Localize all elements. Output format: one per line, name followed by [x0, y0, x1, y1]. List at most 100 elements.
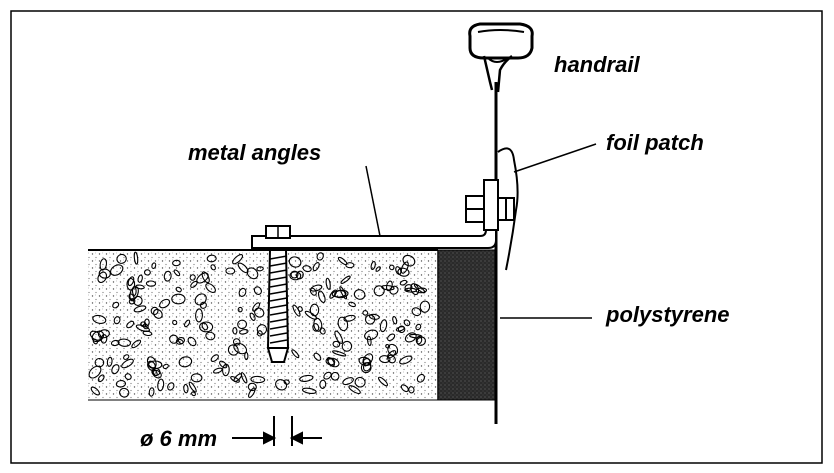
pebble	[151, 262, 157, 269]
pebble	[210, 264, 216, 271]
pebble	[187, 336, 197, 347]
pebble	[325, 357, 336, 366]
anchor-thread	[269, 255, 288, 344]
thread-line	[269, 304, 288, 309]
pebble	[212, 367, 223, 374]
pebble	[254, 307, 265, 318]
thread-line	[269, 297, 288, 302]
pebble	[319, 379, 327, 389]
pebble	[416, 336, 427, 346]
pebble	[386, 350, 397, 359]
pebble	[97, 329, 110, 339]
pebble	[325, 277, 331, 290]
pebble	[94, 357, 105, 368]
pebble	[199, 301, 207, 309]
pebble	[188, 381, 197, 393]
pebble	[240, 372, 248, 384]
pebble	[375, 266, 381, 272]
pebble	[377, 376, 389, 387]
pebble	[297, 306, 303, 312]
pebble	[364, 329, 379, 341]
pebble	[399, 355, 413, 365]
pebble	[343, 314, 356, 322]
pebble	[219, 360, 228, 369]
pebble	[129, 286, 139, 301]
pebble	[404, 332, 417, 343]
pebble	[387, 354, 396, 364]
diameter-dimension	[232, 416, 322, 446]
pebble	[191, 391, 196, 397]
pebble	[411, 307, 422, 317]
pebble	[291, 349, 300, 359]
thread-line	[269, 283, 288, 288]
pebble	[385, 344, 391, 349]
pebble	[113, 316, 121, 325]
pebble	[310, 284, 323, 292]
pebble	[159, 298, 171, 309]
pebble	[239, 328, 249, 335]
pebble	[123, 354, 130, 360]
pebble	[362, 358, 371, 366]
pebble	[360, 362, 372, 374]
diagram-frame	[10, 10, 823, 464]
thread-line	[269, 276, 288, 281]
polystyrene-block	[437, 249, 497, 401]
pebble	[233, 373, 243, 382]
pebble	[410, 283, 420, 296]
pebble	[253, 286, 262, 295]
pebble	[237, 262, 249, 274]
pebble	[175, 286, 182, 293]
pebble	[256, 330, 263, 337]
pebble	[117, 338, 132, 347]
pebble	[90, 386, 100, 396]
pebble	[190, 280, 198, 288]
pebble	[190, 373, 203, 383]
pebble	[205, 331, 216, 341]
pebble	[316, 252, 324, 261]
concrete-pebbles	[88, 251, 431, 398]
pebble	[256, 266, 264, 272]
pebble	[232, 327, 238, 335]
pebble	[148, 387, 155, 397]
pebble	[389, 264, 395, 271]
thread-line	[269, 318, 288, 323]
pebble	[128, 293, 135, 302]
pebble	[137, 274, 143, 283]
pebble	[173, 269, 181, 277]
pebble	[183, 319, 191, 328]
pebble	[247, 382, 257, 392]
label-polystyrene: polystyrene	[605, 302, 730, 327]
pebble	[237, 306, 243, 313]
pebble	[309, 287, 317, 296]
pebble	[301, 387, 317, 394]
pebble	[275, 379, 288, 391]
pebble	[362, 310, 369, 316]
pebble	[340, 275, 351, 284]
pebble	[295, 270, 304, 280]
pebble	[194, 293, 207, 306]
pebble	[415, 323, 422, 331]
thread-line	[269, 332, 288, 337]
pebble	[302, 265, 312, 273]
pebble	[121, 358, 134, 369]
pebble	[169, 334, 179, 344]
thread-line	[269, 262, 288, 267]
pebble	[144, 318, 150, 327]
metal-angle	[251, 189, 497, 249]
pebble	[124, 373, 132, 380]
pebble	[115, 380, 127, 388]
pebble	[199, 321, 214, 333]
pebble	[195, 308, 203, 323]
pebble	[304, 310, 318, 320]
pebble	[227, 344, 239, 356]
pebble	[131, 339, 142, 349]
thread-line	[269, 311, 288, 316]
pebble	[238, 287, 247, 297]
pebble	[167, 382, 175, 391]
pebble	[97, 374, 105, 383]
pebble	[157, 378, 165, 392]
pebble	[183, 383, 189, 394]
pebble	[110, 339, 120, 347]
pebble	[358, 356, 372, 367]
